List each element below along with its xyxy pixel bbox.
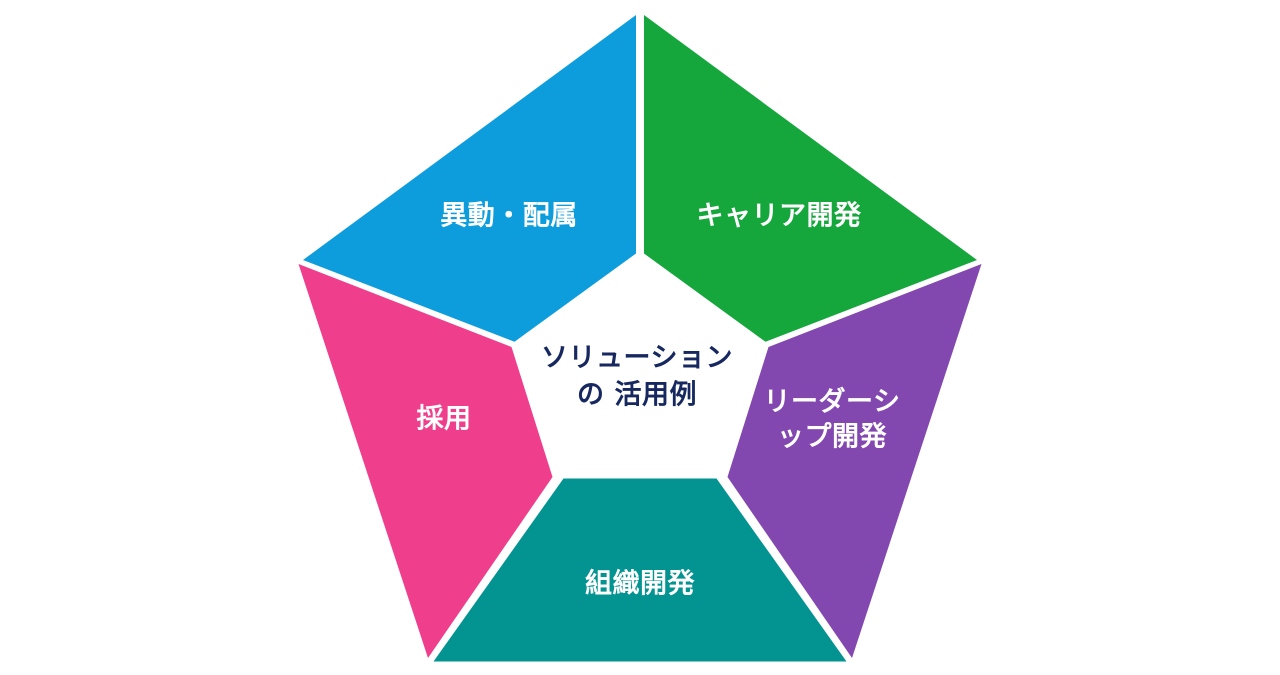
segment-recruitment-shape[interactable] <box>298 264 553 658</box>
segment-leadership-development-shape[interactable] <box>727 264 982 658</box>
segment-transfer-assignment-shape[interactable] <box>303 15 636 342</box>
center-hub-shape <box>519 253 761 476</box>
segment-career-development-shape[interactable] <box>644 15 977 342</box>
segment-organization-development-shape[interactable] <box>433 478 847 662</box>
